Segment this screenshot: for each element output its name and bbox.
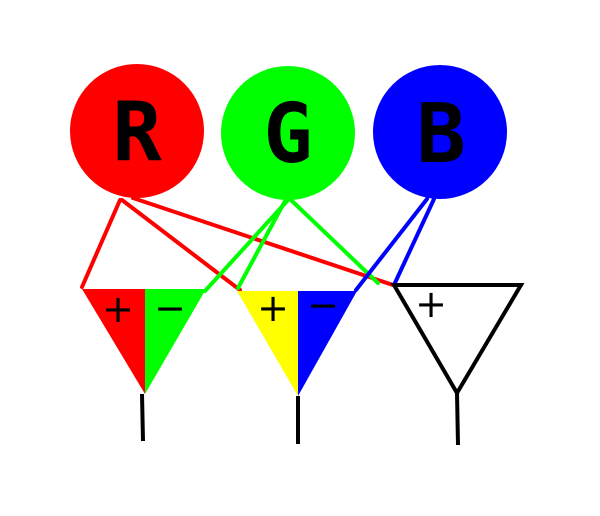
yb-plus-sign: + <box>257 286 289 330</box>
rg-minus-sign: − <box>154 286 186 330</box>
cone-green-letter: G <box>263 87 312 182</box>
channel-yellow-blue: + − <box>237 283 357 444</box>
cone-red-letter: R <box>112 85 162 180</box>
lum-output-stem <box>455 392 460 446</box>
rg-green-half <box>145 289 206 394</box>
rg-red-half <box>82 289 145 394</box>
cone-blue-circle <box>373 65 507 199</box>
rg-output-stem <box>140 393 145 442</box>
line-g-to-lum <box>289 198 380 285</box>
channel-luminance: + <box>390 282 525 446</box>
line-r-to-rg <box>80 198 122 289</box>
cone-blue: B <box>373 65 507 199</box>
line-g-to-yb <box>236 199 287 290</box>
cone-blue-letter: B <box>416 87 465 182</box>
cone-red-circle <box>70 64 204 198</box>
cone-green: G <box>221 66 355 200</box>
lum-plus-sign: + <box>415 282 447 326</box>
yb-yellow-half <box>237 291 298 396</box>
yb-blue-half <box>298 291 357 396</box>
channel-red-green: + − <box>82 286 206 442</box>
line-b-to-yb <box>354 197 429 292</box>
lum-triangle <box>390 283 525 397</box>
cone-green-circle <box>221 66 355 200</box>
line-g-to-rg <box>203 198 290 293</box>
rg-plus-sign: + <box>102 287 134 331</box>
cone-red: R <box>70 64 204 198</box>
yb-minus-sign: − <box>307 283 339 327</box>
connections <box>80 196 436 293</box>
line-b-to-lum <box>392 197 436 287</box>
